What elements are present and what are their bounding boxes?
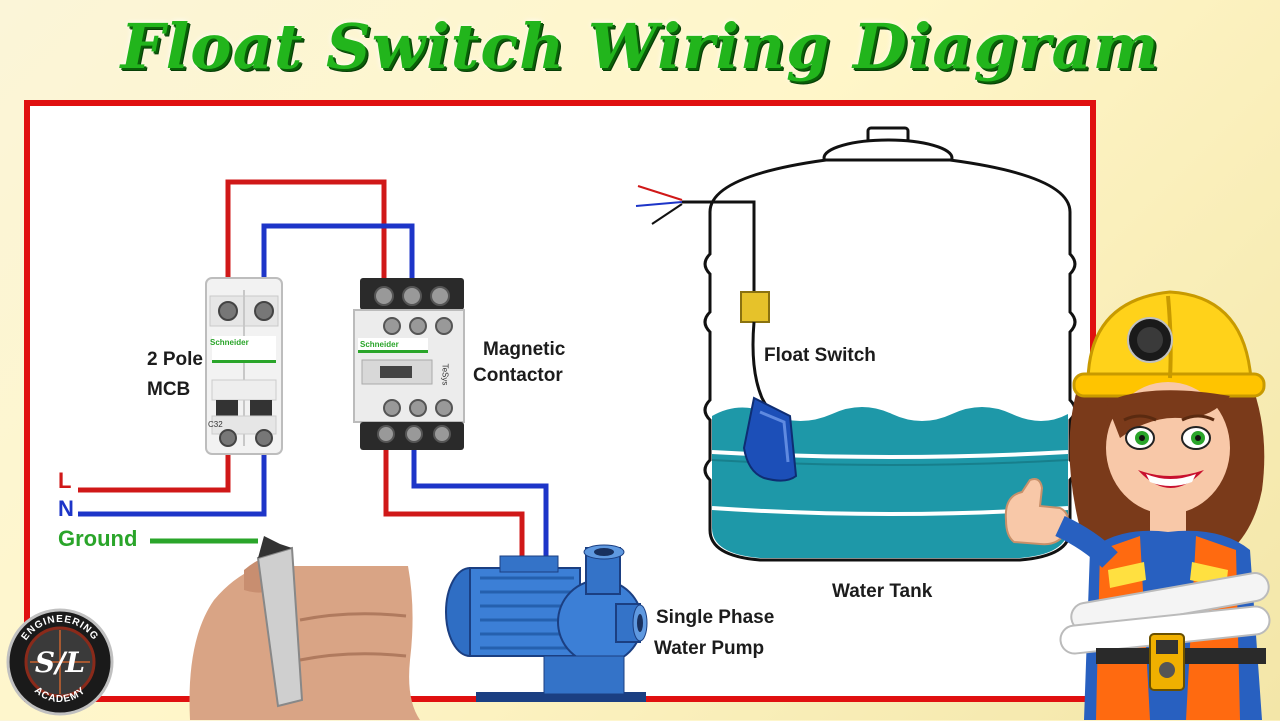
mcb-label-line1: 2 Pole: [147, 349, 203, 370]
ground-label: Ground: [58, 526, 138, 551]
pump-label-line1: Single Phase: [656, 607, 775, 628]
mcb-to-contactor-live-wire: [225, 179, 387, 300]
hand-illustration: [189, 536, 420, 720]
mcb-rating-text: C32: [208, 420, 223, 429]
contactor-brand-text: Schneider: [360, 340, 399, 349]
float-switch-label: Float Switch: [764, 345, 876, 366]
supply-neutral-wire: [78, 440, 267, 517]
neutral-label: N: [58, 496, 74, 521]
float-switch-icon: [635, 185, 798, 482]
contactor-to-pump-live-wire: [383, 436, 525, 560]
mcb-brand-text: Schneider: [210, 338, 249, 347]
contactor-device: [353, 278, 465, 450]
live-label: L: [58, 468, 72, 493]
water-tank-label: Water Tank: [832, 581, 933, 602]
logo-initials: S/L: [34, 646, 86, 679]
mcb-label-line2: MCB: [147, 379, 191, 400]
engineer-mascot-illustration: [1004, 290, 1271, 720]
contactor-model-text: TeSys: [440, 363, 450, 386]
contactor-label-line1: Magnetic: [483, 339, 566, 360]
mcb-device: [205, 277, 283, 455]
mcb-to-contactor-neutral-wire: [261, 223, 415, 300]
contactor-to-pump-neutral-wire: [411, 436, 549, 560]
water-tank-icon: [703, 126, 1077, 562]
contactor-label-line2: Contactor: [473, 365, 563, 386]
supply-live-wire: [78, 440, 231, 493]
diagram-title: Float Switch Wiring Diagram: [120, 10, 1160, 83]
academy-logo: ENGINEERING ACADEMY S/L: [6, 608, 114, 716]
water-pump-icon: [445, 544, 648, 702]
pump-label-line2: Water Pump: [654, 638, 765, 659]
